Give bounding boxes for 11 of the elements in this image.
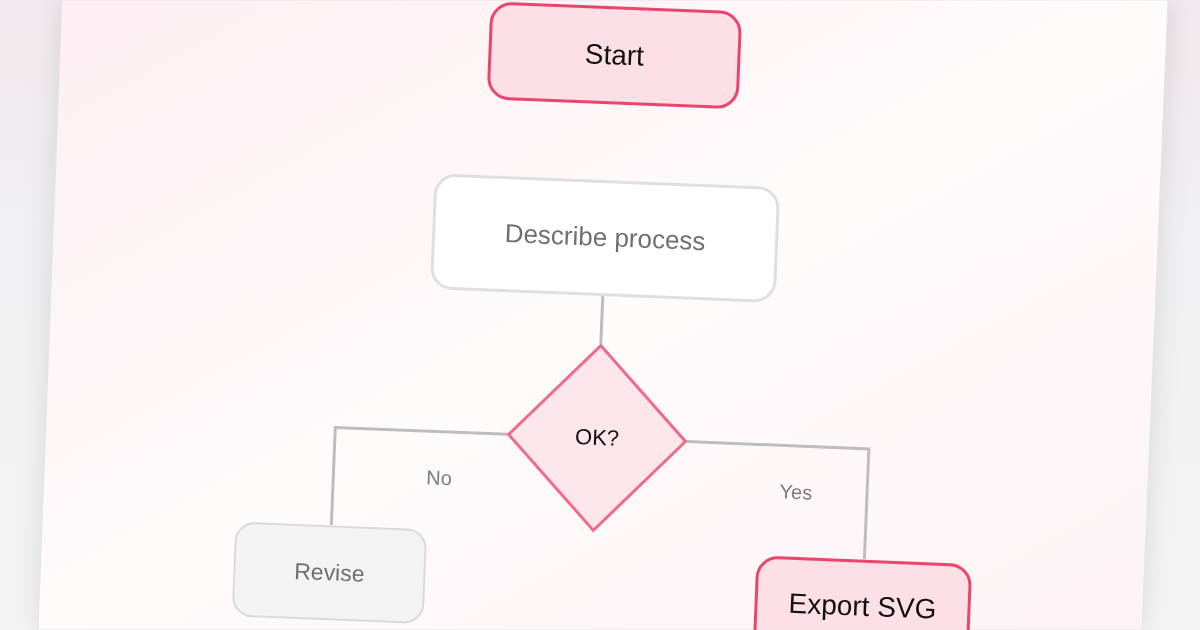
connector-line [599,296,605,345]
node-label: Export SVG [788,587,937,626]
node-label: Revise [293,557,366,587]
node-label: OK? [574,424,620,452]
edge-label: Yes [779,479,813,505]
node-label: Start [584,38,645,73]
node-label: Describe process [504,219,707,258]
connector-line [686,440,871,560]
connector-line [329,425,508,525]
edge-label: No [425,465,453,490]
terminal-box [752,554,973,630]
